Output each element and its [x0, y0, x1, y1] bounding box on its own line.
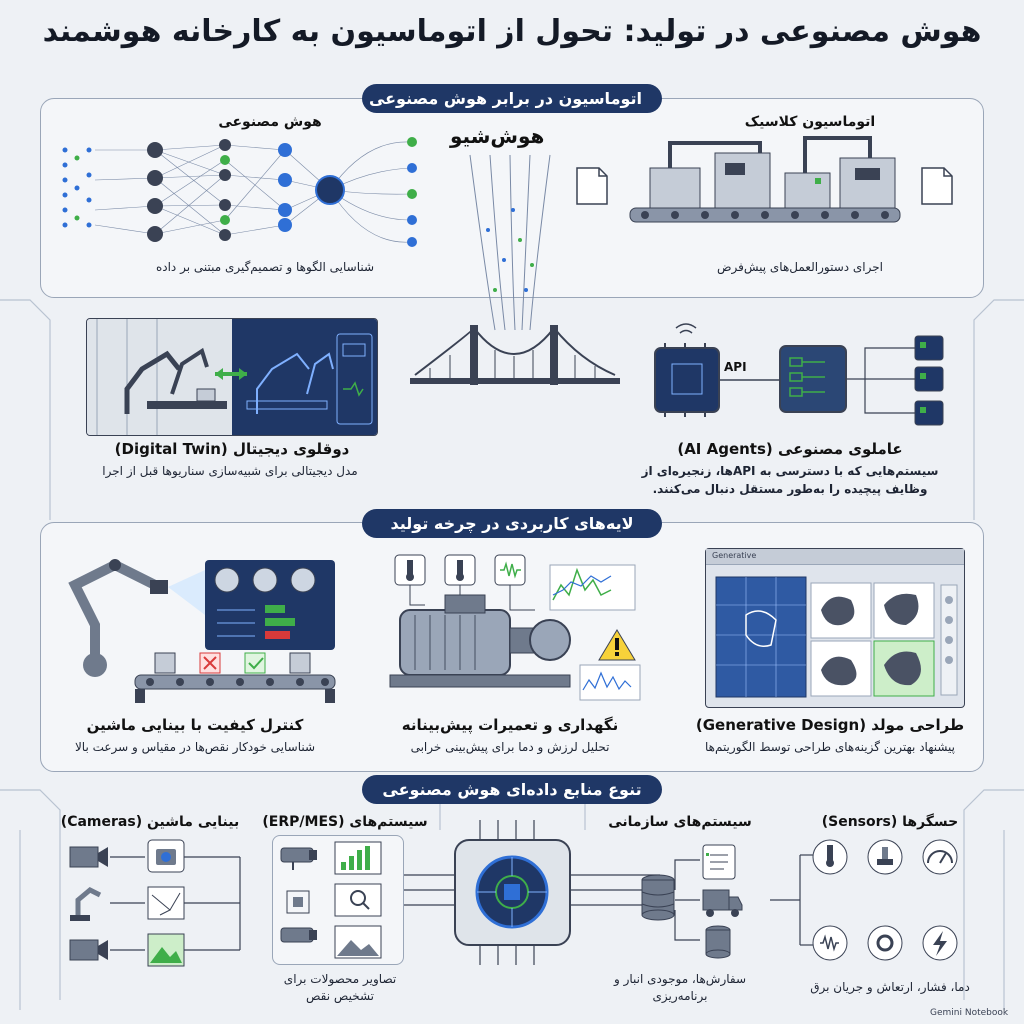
quality-control-illustration [68, 559, 336, 703]
clipboard-icon [702, 844, 736, 880]
sensors-caption: دما، فشار، ارتعاش و جریان برق [810, 980, 970, 994]
window-tab: Generative [706, 549, 964, 565]
section-header-layers: لایه‌های کاربردی در چرخه تولید [362, 509, 662, 538]
erp-panel [272, 835, 404, 965]
ai-agents-caption-1: سیستم‌هایی که با دسترسی به APIها، زنجیره… [641, 464, 939, 478]
sensors-title: حسگرها (Sensors) [821, 814, 959, 830]
warning-icon [598, 629, 636, 661]
database-icon [705, 925, 731, 959]
page-title: هوش مصنوعی در تولید: تحول از اتوماسیون ب… [42, 14, 982, 49]
camera-icon [69, 939, 108, 961]
digital-twin-caption: مدل دیجیتالی برای شبیه‌سازی سناریوها قبل… [102, 464, 358, 478]
quality-caption: شناسایی خودکار نقص‌ها در مقیاس و سرعت با… [74, 740, 316, 754]
central-ai-hub [454, 820, 571, 965]
section-header-automation: اتوماسیون در برابر هوش مصنوعی [362, 84, 662, 113]
logo: هوش‌شیو [450, 124, 545, 148]
enterprise-caption-2: برنامه‌ریزی [652, 989, 708, 1003]
bar-chart-icon [334, 841, 382, 875]
robot-arm-icon [70, 887, 102, 921]
database-icon [641, 874, 675, 921]
ai-agents-caption-2: وظایف پیچیده را به‌طور مستقل دنبال می‌کن… [652, 482, 928, 496]
cctv-icon [280, 927, 317, 943]
gear-icon [867, 925, 903, 961]
camera-icon [69, 846, 108, 868]
thermometer-icon [444, 554, 476, 586]
watermark: Gemini Notebook [930, 1008, 1009, 1018]
classic-factory-line [629, 136, 901, 223]
quality-title: کنترل کیفیت با بینایی ماشین [86, 716, 304, 734]
cctv-icon [280, 847, 317, 870]
api-label: API [724, 360, 747, 374]
generative-title: طراحی مولد (Generative Design) [695, 716, 965, 734]
ai-caption: شناسایی الگوها و تصمیم‌گیری مبتنی بر داد… [155, 260, 375, 274]
search-icon [334, 883, 382, 917]
wave-icon [494, 554, 526, 586]
thermometer-icon [394, 554, 426, 586]
predictive-maintenance-illustration [389, 554, 641, 701]
cameras-illustration [69, 839, 241, 967]
erp-title: سیستم‌های (ERP/MES) [262, 814, 428, 830]
ai-title: هوش مصنوعی [218, 114, 322, 130]
chip-icon [654, 347, 720, 413]
truck-icon [702, 889, 743, 917]
ai-agents-title: عاملوی مصنوعی (AI Agents) [677, 440, 903, 458]
classic-title: اتوماسیون کلاسیک [744, 114, 876, 130]
digital-twin-image [86, 318, 378, 436]
cameras-caption-2: تشخیص نقص [305, 989, 375, 1003]
sensors-illustration [770, 839, 958, 961]
maintenance-caption: تحلیل لرزش و دما برای پیش‌بینی خرابی [410, 740, 610, 754]
bridge-illustration [410, 154, 620, 385]
microphone-icon [812, 925, 848, 961]
classic-caption: اجرای دستورالعمل‌های پیش‌فرض [716, 260, 884, 274]
image-icon [147, 933, 185, 967]
maintenance-title: نگهداری و تعمیرات پیش‌بینانه [401, 716, 619, 734]
thermometer-icon [812, 839, 848, 875]
digital-twin-title: دوقلوی دیجیتال (Digital Twin) [114, 440, 350, 458]
enterprise-caption-1: سفارش‌ها، موجودی انبار و [613, 972, 747, 986]
neural-network-illustration [62, 137, 417, 247]
enterprise-illustration [641, 844, 743, 959]
document-icon [576, 167, 608, 205]
cameras-caption-1: تصاویر محصولات برای [283, 972, 397, 986]
enterprise-title: سیستم‌های سازمانی [608, 814, 752, 830]
image-icon [334, 925, 382, 959]
cameras-title: بینایی ماشین (Cameras) [60, 814, 240, 830]
gauge-icon [922, 839, 958, 875]
section-header-data-sources: تنوع منابع داده‌ای هوش مصنوعی [362, 775, 662, 804]
ai-agents-illustration [654, 323, 944, 426]
pressure-icon [867, 839, 903, 875]
lightning-icon [922, 925, 958, 961]
document-icon [921, 167, 953, 205]
generative-design-window: Generative [705, 548, 965, 708]
generative-caption: پیشنهاد بهترین گزینه‌های طراحی توسط الگو… [704, 740, 956, 754]
